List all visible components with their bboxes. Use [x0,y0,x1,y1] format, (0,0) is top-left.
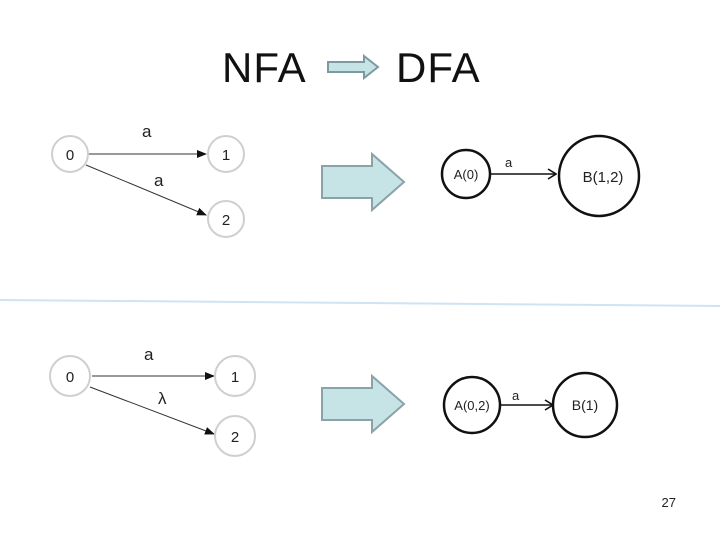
top-nfa: a a 0 1 2 [51,122,245,238]
bottom-nfa-edge-label-2: λ [158,389,167,408]
top-dfa-state-b-label: B(1,2) [583,169,624,186]
top-conversion-arrow-icon [321,151,406,213]
top-nfa-edge-label-2: a [154,171,164,190]
top-nfa-state-1-label: 1 [222,147,230,164]
bottom-nfa-state-0 [49,355,91,397]
bottom-dfa: A(0,2) a B(1) [442,371,619,439]
top-dfa-state-b [557,134,641,218]
bottom-nfa-state-2 [214,415,256,457]
title-arrow-icon [327,54,380,80]
page-number: 27 [661,495,676,510]
nfa-heading: NFA [222,44,307,91]
bottom-dfa-state-b [551,371,619,439]
top-nfa-state-2-label: 2 [222,212,230,229]
dfa-heading: DFA [396,44,481,91]
section-divider [0,299,720,307]
bottom-nfa-state-0-label: 0 [66,369,74,386]
top-nfa-state-2 [207,200,245,238]
top-nfa-state-1 [207,135,245,173]
bottom-nfa: a λ 0 1 2 [49,345,256,457]
top-dfa-state-a-label: A(0) [454,167,479,182]
bottom-dfa-edge-label: a [512,388,520,403]
top-nfa-edge-label-1: a [142,122,152,141]
top-nfa-edge-0-2 [85,164,207,216]
bottom-nfa-edge-0-2 [89,386,215,435]
bottom-nfa-state-2-label: 2 [231,429,239,446]
bottom-dfa-state-b-label: B(1) [572,397,598,413]
top-dfa-edge-label: a [505,155,513,170]
bottom-nfa-state-1 [214,355,256,397]
bottom-nfa-edge-label-1: a [144,345,154,364]
top-nfa-state-0-label: 0 [66,147,74,164]
top-nfa-state-0 [51,135,89,173]
bottom-dfa-state-a-label: A(0,2) [454,398,489,413]
bottom-nfa-state-1-label: 1 [231,369,239,386]
bottom-conversion-arrow-icon [321,373,406,435]
top-dfa: A(0) a B(1,2) [440,134,641,218]
